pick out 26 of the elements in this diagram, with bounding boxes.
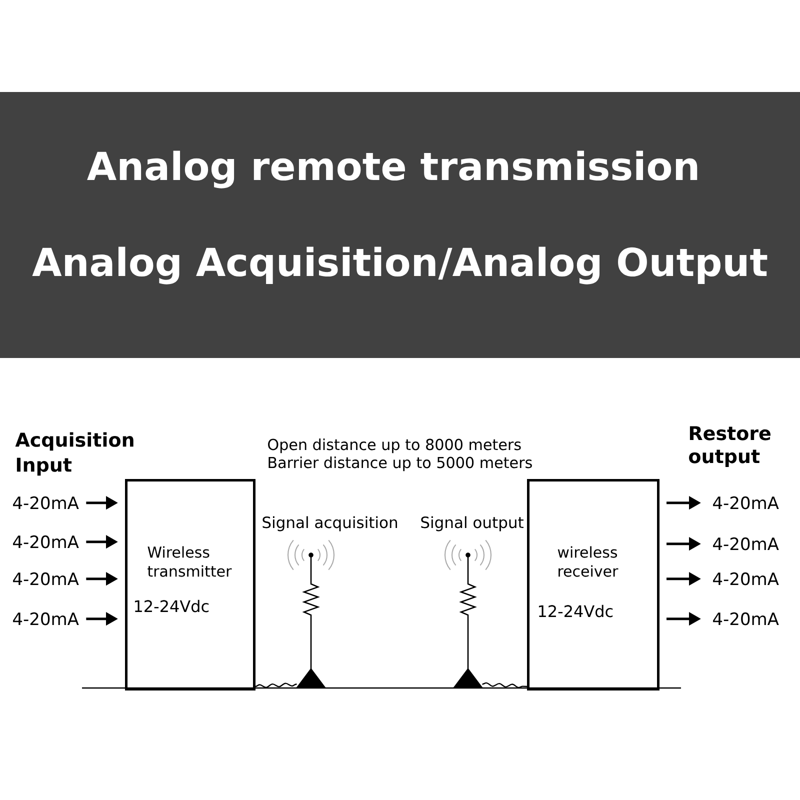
device-box xyxy=(527,479,660,690)
voltage-label: 12-24Vdc xyxy=(134,600,209,612)
signal-label: 4-20mA xyxy=(13,496,79,510)
cable-line xyxy=(255,682,297,688)
antenna-symbol xyxy=(288,540,334,688)
antenna-caption: Signal acquisition xyxy=(262,516,397,532)
signal-label: 4-20mA xyxy=(13,535,79,548)
device-box xyxy=(125,479,256,690)
title: Analog remote transmission xyxy=(87,150,698,188)
range-note: Open distance up to 8000 meters xyxy=(268,438,521,454)
section-heading: Acquisition Input xyxy=(15,432,134,476)
device-name: wireless receiver xyxy=(558,546,618,577)
signal-label: 4-20mA xyxy=(13,612,79,626)
voltage-label: 12-24Vdc xyxy=(538,604,613,618)
section-heading: Restore output xyxy=(689,426,770,467)
device-name: Wireless transmitter xyxy=(148,546,232,577)
subtitle: Analog Acquisition/Analog Output xyxy=(32,246,768,284)
signal-label: 4-20mA xyxy=(13,572,79,586)
cable-line xyxy=(482,682,528,688)
antenna-caption: Signal output xyxy=(421,516,524,532)
signal-label: 4-20mA xyxy=(713,537,779,550)
signal-label: 4-20mA xyxy=(713,612,779,626)
signal-label: 4-20mA xyxy=(713,572,779,586)
antenna-symbol xyxy=(444,540,492,688)
signal-label: 4-20mA xyxy=(713,496,779,510)
range-note: Barrier distance up to 5000 meters xyxy=(268,456,532,472)
